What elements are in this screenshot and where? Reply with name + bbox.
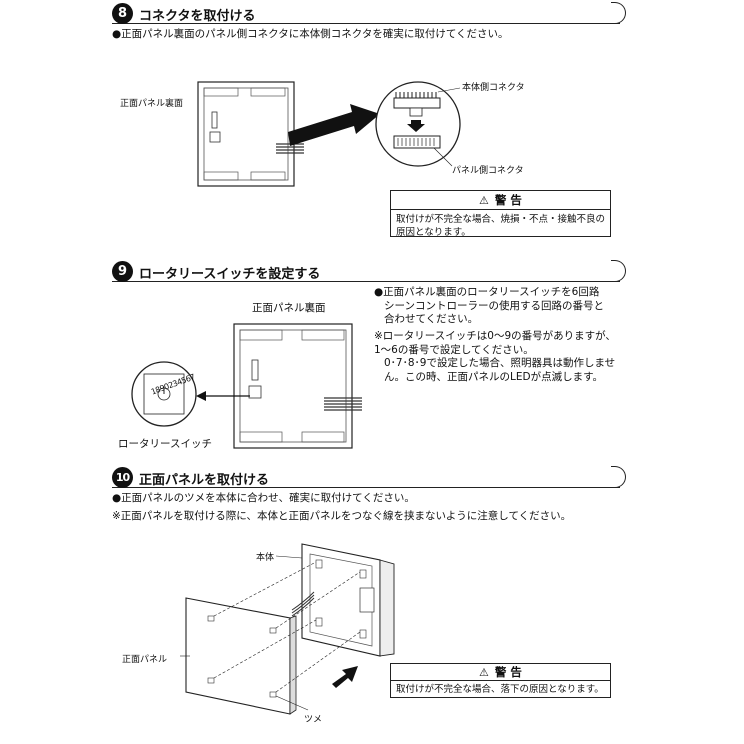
step-10-instruction-1: ●正面パネルのツメを本体に合わせ、確実に取付けてください。 — [112, 492, 415, 504]
warning-triangle-icon: ⚠ — [479, 194, 489, 207]
step-9-text-3: 合わせてください。 — [384, 313, 479, 325]
step-10-title: 正面パネルを取付ける — [139, 473, 270, 488]
panel-back-diagram-8 — [197, 81, 304, 187]
warning-text-8: 取付けが不完全な場合、焼損・不点・接触不良の 原因となります。 — [391, 210, 610, 242]
label-panel-back-8: 正面パネル裏面 — [120, 99, 184, 109]
warning-box-8: ⚠ 警 告 取付けが不完全な場合、焼損・不点・接触不良の 原因となります。 — [390, 190, 611, 238]
arrow-to-rotary-zoom — [196, 391, 250, 401]
arrow-to-zoom-8 — [288, 104, 380, 146]
step-9-note-2: 0･7･8･9で設定した場合、照明器具は動作しません。この時、正面パネルのLED… — [384, 357, 616, 383]
step-8-header: 8 コネクタを取付ける — [112, 2, 626, 24]
rotary-zoom-circle — [131, 361, 197, 427]
front-panel-install-diagram — [180, 543, 395, 715]
step-9-note-1: ※ロータリースイッチは0〜9の番号がありますが、1〜6の番号で設定してください。 — [374, 330, 616, 356]
panel-back-diagram-9 — [233, 323, 362, 449]
warning-title-10: 警 告 — [494, 665, 522, 679]
step-10-header: 10 正面パネルを取付ける — [112, 466, 626, 488]
label-panel-back-9: 正面パネル裏面 — [252, 302, 326, 314]
warning-box-10: ⚠ 警 告 取付けが不完全な場合、落下の原因となります。 — [390, 663, 611, 698]
step-10-instruction-2: ※正面パネルを取付ける際に、本体と正面パネルをつなぐ線を挟まないように注意してく… — [112, 510, 572, 522]
warning-triangle-icon: ⚠ — [479, 666, 489, 679]
step-8-instruction: ●正面パネル裏面のパネル側コネクタに本体側コネクタを確実に取付けてください。 — [112, 28, 509, 40]
warning-title-8: 警 告 — [494, 193, 522, 207]
step-9-instructions: ●正面パネル裏面のロータリースイッチを6回路 シーンコントローラーの使用する回路… — [374, 286, 604, 327]
warning-text-10: 取付けが不完全な場合、落下の原因となります。 — [396, 684, 604, 695]
warning-header-10: ⚠ 警 告 — [391, 664, 610, 681]
step-9-header: 9 ロータリースイッチを設定する — [112, 260, 626, 282]
connector-zoom-circle — [375, 81, 461, 167]
step-9-text-1: ●正面パネル裏面のロータリースイッチを6回路 — [374, 286, 600, 298]
step-8-title: コネクタを取付ける — [139, 9, 256, 24]
label-rotary-switch: ロータリースイッチ — [118, 438, 212, 450]
warning-line-8-1: 取付けが不完全な場合、焼損・不点・接触不良の — [396, 214, 606, 225]
label-body-connector: 本体側コネクタ — [462, 83, 525, 93]
step-10-number: 10 — [112, 467, 133, 488]
label-tab: ツメ — [304, 715, 323, 725]
step-9-text-2: シーンコントローラーの使用する回路の番号と — [384, 299, 604, 312]
warning-line-8-2: 原因となります。 — [396, 227, 471, 238]
step-9-number: 9 — [112, 261, 133, 282]
label-panel-connector: パネル側コネクタ — [452, 166, 524, 176]
step-9-title: ロータリースイッチを設定する — [139, 267, 321, 282]
step-8-number: 8 — [112, 3, 133, 24]
label-front-panel: 正面パネル — [122, 655, 168, 665]
warning-header-8: ⚠ 警 告 — [391, 191, 610, 210]
label-body: 本体 — [256, 553, 275, 563]
